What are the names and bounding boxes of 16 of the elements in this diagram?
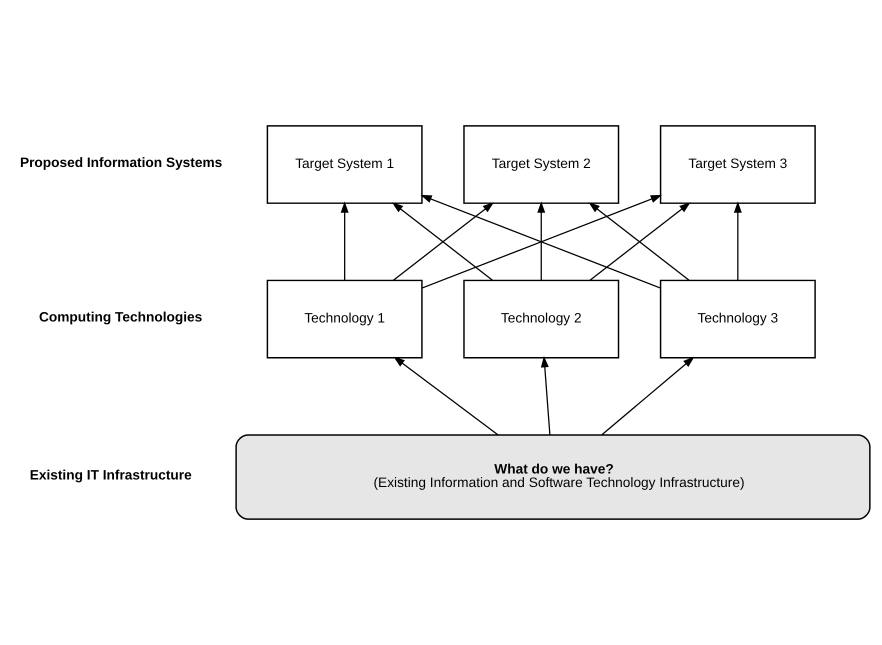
label: Existing IT Infrastructure <box>30 468 192 483</box>
label: Proposed Information Systems <box>20 155 222 170</box>
arrow <box>393 356 498 436</box>
arrow <box>602 356 694 436</box>
node-box: Target System 3 <box>660 125 816 204</box>
arrow <box>734 201 742 280</box>
node-box: Technology 2 <box>463 280 620 358</box>
arrow <box>537 201 546 280</box>
node-box: Technology 1 <box>266 280 423 358</box>
node-box: Target System 1 <box>266 125 423 204</box>
arrow <box>540 356 550 435</box>
node-box: What do we have? (Existing Information and Software Technology Infrastructure) <box>235 434 871 520</box>
node-box: Target System 2 <box>463 125 620 204</box>
node-box: Technology 3 <box>660 280 816 358</box>
label: Computing Technologies <box>39 310 202 325</box>
arrow <box>340 201 349 280</box>
